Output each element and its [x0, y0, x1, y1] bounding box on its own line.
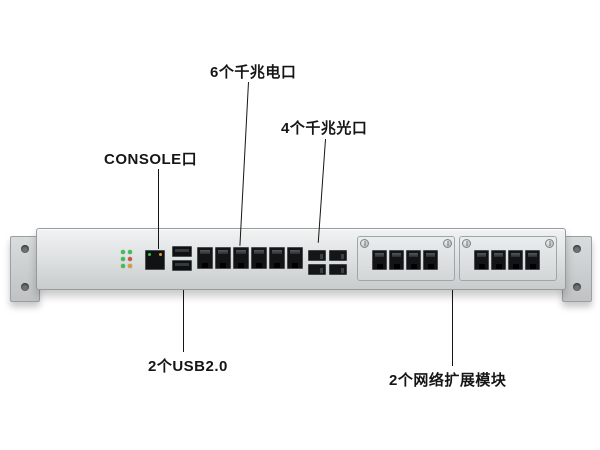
mount-hole-icon — [573, 245, 581, 253]
callout-label-console: CONSOLE口 — [104, 151, 198, 168]
ethernet-port — [233, 247, 249, 269]
status-led-icon — [128, 250, 132, 254]
thumbscrew-icon — [360, 239, 369, 248]
expansion-ethernet-port — [474, 250, 489, 270]
callout-label-ethernet: 6个千兆电口 — [210, 64, 297, 81]
thumbscrew-icon — [462, 239, 471, 248]
expansion-module-port-row — [372, 250, 438, 270]
status-led-icon — [128, 257, 132, 261]
status-led-icon — [121, 250, 125, 254]
expansion-ethernet-port — [508, 250, 523, 270]
ethernet-port — [251, 247, 267, 269]
usb-stack — [172, 246, 192, 271]
mount-hole-icon — [573, 283, 581, 291]
thumbscrew-icon — [545, 239, 554, 248]
sfp-port — [308, 250, 326, 261]
ethernet-port — [287, 247, 303, 269]
expansion-ethernet-port — [389, 250, 404, 270]
status-led-icon — [121, 264, 125, 268]
led-cluster — [121, 250, 132, 268]
mount-hole-icon — [21, 283, 29, 291]
expansion-ethernet-port — [525, 250, 540, 270]
console-port — [145, 250, 165, 270]
sfp-port — [329, 264, 347, 275]
callout-label-expansion: 2个网络扩展模块 — [389, 372, 507, 389]
ethernet-port-row — [197, 247, 303, 269]
ethernet-port — [197, 247, 213, 269]
usb-port — [172, 260, 192, 271]
thumbscrew-icon — [443, 239, 452, 248]
callout-label-optical: 4个千兆光口 — [281, 120, 368, 137]
expansion-ethernet-port — [423, 250, 438, 270]
ethernet-port — [269, 247, 285, 269]
status-led-icon — [128, 264, 132, 268]
sfp-port — [308, 264, 326, 275]
expansion-ethernet-port — [491, 250, 506, 270]
rack-ear-left — [10, 236, 40, 302]
expansion-module-port-row — [474, 250, 540, 270]
expansion-ethernet-port — [372, 250, 387, 270]
status-led-icon — [121, 257, 125, 261]
mount-hole-icon — [21, 245, 29, 253]
usb-port — [172, 246, 192, 257]
expansion-module-2 — [459, 236, 557, 281]
callout-label-usb: 2个USB2.0 — [148, 358, 228, 375]
callout-line-console — [158, 169, 159, 249]
callout-line-expansion — [452, 290, 453, 366]
ethernet-port — [215, 247, 231, 269]
expansion-module-1 — [357, 236, 455, 281]
callout-line-ethernet — [239, 81, 249, 246]
appliance-front-panel — [36, 228, 566, 290]
rack-ear-right — [562, 236, 592, 302]
sfp-port — [329, 250, 347, 261]
expansion-ethernet-port — [406, 250, 421, 270]
callout-line-usb — [183, 290, 184, 352]
sfp-block — [308, 250, 347, 275]
